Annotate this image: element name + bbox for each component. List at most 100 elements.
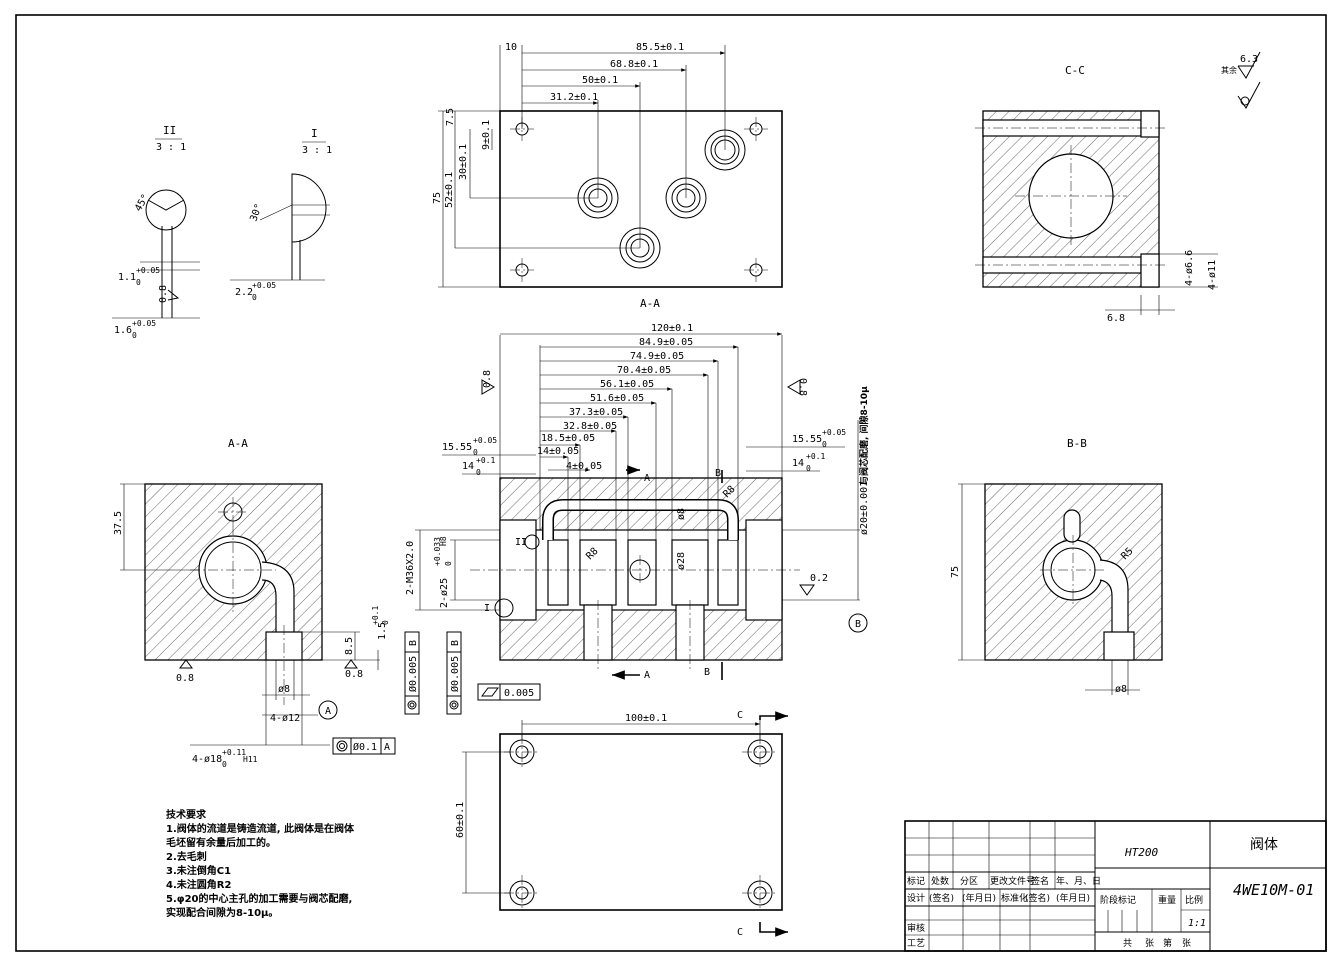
tb-material: HT200 [1124,846,1158,859]
aa-left-gdt-1: A [384,742,390,753]
top-dim-2: 68.8±0.1 [610,59,658,70]
detail-i-d1: 2.2 [235,287,253,298]
top-dim-6: 9±0.1 [481,120,492,150]
tb-r4: 工艺 [907,938,925,949]
aa-dim-8: 18.5±0.05 [541,433,595,444]
detail-ii-scale: 3 : 1 [156,142,186,153]
aa-marker-0: A [644,473,650,484]
notes-line-1: 毛坯留有余量后加工的。 [166,836,276,849]
cc-dim-1: 4-ø11 [1207,260,1218,290]
aa-left-dim-e: 4-ø12 [270,713,300,724]
aa-marker-6: B [855,619,861,630]
top-dim-7: 30±0.1 [458,144,469,180]
detail-ii-d1-up: +0.05 [136,266,160,275]
tb-stage: 阶段标记 [1100,894,1136,906]
notes-line-2: 2.去毛刺 [166,850,207,863]
top-dim-4: 31.2±0.1 [550,92,598,103]
aa-left-view: A-A 37.5 8.5 1.5 +0.1 0 ø8 4-ø12 4-ø18 [113,437,396,769]
aa-left-dim-f: 4-ø18 [192,754,222,765]
aa-gdt-4: 0.005 [504,688,534,699]
tb-row-3: 更改文件号 [990,875,1035,887]
aa-dim-21: +0.1 [806,452,825,461]
aa-left-dim-h: 0.8 [345,669,363,680]
bb-title: B-B [1067,437,1087,450]
aa-left-dim-2: +0.033 [433,537,442,566]
aa-dim-9: 14±0.05 [537,446,579,457]
aa-right-note: 与阀芯配磨, 间隙8-10μ [858,386,870,485]
tb-weight: 重量 [1158,894,1176,906]
tb-r3: 审核 [907,922,925,934]
aa-dim-4: 56.1±0.05 [600,379,654,390]
detail-i-angle: 30° [248,202,265,223]
aa-left-dim-3: 0 [444,561,453,566]
detail-ii-label: II [163,124,176,137]
aa-left-dim-b: 8.5 [344,637,355,655]
aa-left-dim-f-low: 0 [222,760,227,769]
aa-marker-4: I [484,603,490,614]
aa-left-dim-d: ø8 [278,684,290,695]
aa-left-dim-1: 2-ø25 [439,578,450,608]
bottom-dim-0: 100±0.1 [625,713,667,724]
aa-marker-1: A [644,670,650,681]
tb-scale-label: 比例 [1185,894,1203,906]
bottom-view: 100±0.1 60±0.1 C C [455,710,788,938]
aa-dim-17: 15.55 [792,434,822,445]
top-ports [577,129,746,269]
aa-dim-1: 84.9±0.05 [639,337,693,348]
sheet-border [15,14,1327,952]
notes-line-5: 5.φ20的中心主孔的加工需要与阀芯配磨, [166,892,352,905]
top-dim-5: 7.5 [445,108,456,126]
detail-ii-angle: 45° [133,192,152,213]
title-block: HT200 阀体 4WE10M-01 标记 处数 分区 更改文件号 签名 年、月… [904,820,1327,952]
cc-dim-2: 6.8 [1107,313,1125,324]
aa-dim-6: 37.3±0.05 [569,407,623,418]
top-dims [438,45,726,288]
bottom-outline [499,733,783,911]
notes-line-4: 4.未注圆角R2 [166,878,231,891]
aa-inner-0: ø8 [676,508,687,520]
aa-left-gdt-0: Ø0.1 [353,741,377,753]
tb-scale: 1:1 [1188,918,1206,929]
aa-dim-0: 120±0.1 [651,323,693,334]
aa-dim-14: 14 [462,461,474,472]
bb-dim-0: 75 [950,566,961,578]
top-dim-3: 50±0.1 [582,75,618,86]
aa-marker-3: B [704,667,710,678]
detail-ii: II 3 : 1 45° 1.1 +0.05 0 0.8 1.6 +0.05 0 [112,124,200,340]
aa-left-dim-a: 37.5 [113,511,124,535]
cc-view: C-C 4-ø6.6 4-ø11 6.8 其余 6.3 [975,51,1261,324]
aa-dim-18: +0.05 [822,428,846,437]
aa-marker-2: B [715,468,721,479]
aa-center-view: A-A [404,297,870,715]
tb-sheets-1: 张 [1145,938,1154,949]
tb-r2-1: (签名) [929,892,954,904]
aa-left-dim-g: 0.8 [176,673,194,684]
tb-part-name: 阀体 [1250,837,1278,853]
notes-line-3: 3.未注倒角C1 [166,864,231,877]
tb-row-4: 签名 [1031,875,1049,887]
tb-row-1: 处数 [931,875,949,887]
tb-sheets-0: 共 [1123,938,1132,949]
detail-i: I 3 : 1 30° 2.2 +0.05 0 [230,127,332,302]
detail-ii-d3-low: 0 [132,331,137,340]
top-dim-1: 85.5±0.1 [636,42,684,53]
detail-i-d1-low: 0 [252,293,257,302]
tb-r2-3: 标准化 [1001,892,1028,904]
aa-gdt-0: Ø0.005 [407,656,419,692]
aa-left-dim-4: H8 [439,536,448,546]
aa-dim-13: 0 [473,448,478,457]
aa-gdt-1: B [408,640,419,646]
aa-rough-2: 0.2 [810,573,828,584]
bb-dim-1: ø8 [1115,684,1127,695]
aa-dim-3: 70.4±0.05 [617,365,671,376]
detail-ii-d1: 1.1 [118,272,136,283]
aa-center-dims [442,332,845,540]
aa-dim-20: 14 [792,458,804,469]
detail-ii-d3-up: +0.05 [132,319,156,328]
aa-dim-19: 0 [822,440,827,449]
bottom-holes [504,734,778,911]
notes-line-6: 实现配合间隙为8-10μ。 [166,906,278,919]
aa-dim-5: 51.6±0.05 [590,393,644,404]
